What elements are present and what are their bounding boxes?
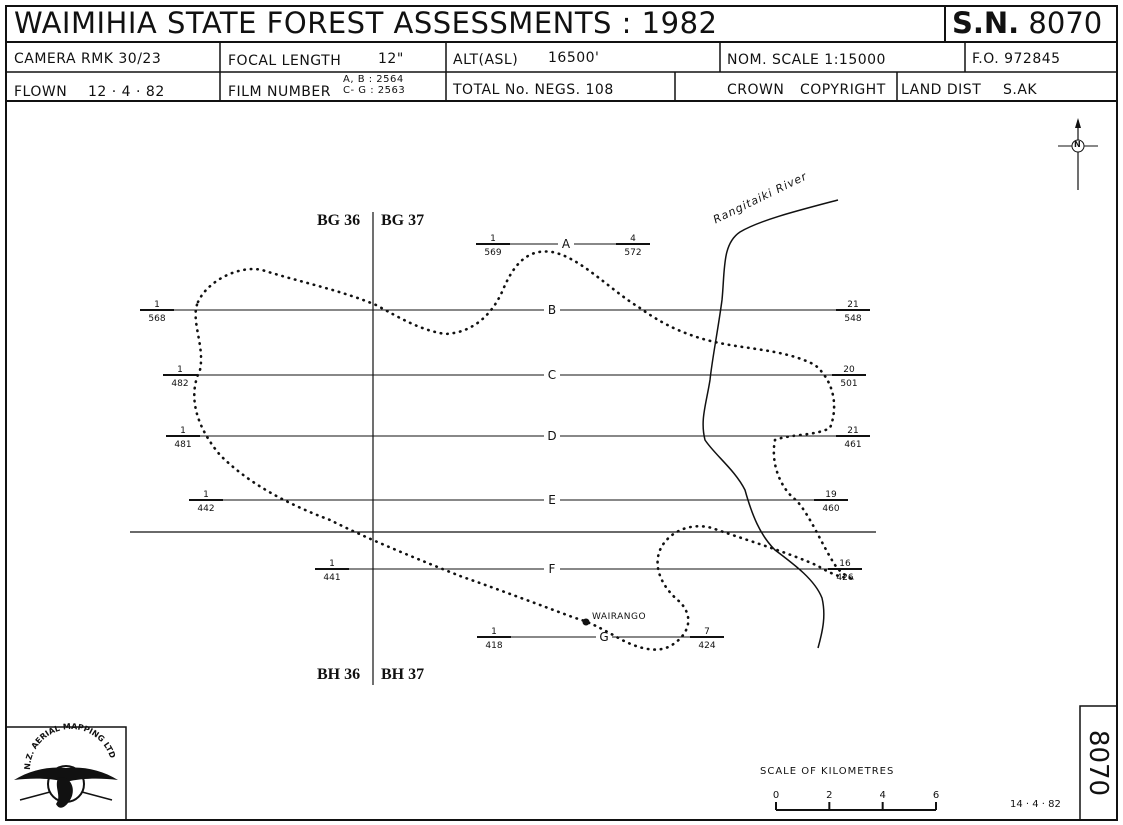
side-sheet-number: 8070 (1083, 729, 1113, 797)
land-district-label: LAND DIST (901, 82, 982, 98)
copyright-label: COPYRIGHT (800, 82, 886, 98)
strip-b-letter: B (548, 303, 556, 317)
focal-length-label: FOCAL LENGTH (228, 53, 342, 69)
strip-c-start-frame: 1 (177, 365, 183, 375)
strip-c-start-neg: 482 (171, 379, 188, 389)
strip-g-end-frame: 7 (704, 627, 710, 637)
sheet-label-top-right: BG 37 (381, 212, 425, 229)
rangitaiki-river (702, 199, 839, 649)
north-arrow-circle (1071, 139, 1085, 153)
scale-tick-label-4: 4 (879, 790, 885, 801)
place-label-wairango: WAIRANGO (592, 612, 647, 622)
crown-label: CROWN (727, 82, 785, 98)
north-arrow-head (1075, 118, 1081, 128)
strip-e-start-frame: 1 (203, 490, 209, 500)
strip-f-letter: F (549, 562, 556, 576)
sheet-label-bottom-left: BH 36 (317, 666, 361, 683)
camera-field: CAMERA RMK 30/23 (14, 51, 162, 67)
strip-f-start-frame: 1 (329, 559, 335, 569)
strip-b-end-frame: 21 (847, 300, 858, 310)
strip-d-end-neg: 461 (844, 440, 861, 450)
flown-label: FLOWN (14, 84, 68, 100)
sheet-label-top-left: BG 36 (317, 212, 361, 229)
strip-a-end-frame: 4 (630, 234, 636, 244)
scale-tick-label-0: 0 (773, 790, 779, 801)
scale-tick-label-2: 2 (826, 790, 832, 801)
strip-f-end-frame: 16 (839, 559, 851, 569)
strip-g-letter: G (599, 630, 608, 644)
flown-date: 12 · 4 · 82 (88, 84, 165, 100)
scale-title: SCALE OF KILOMETRES (760, 766, 895, 777)
strip-a-end-neg: 572 (624, 248, 641, 258)
altitude-label: ALT(ASL) (453, 52, 519, 68)
sheet-label-bottom-right: BH 37 (381, 666, 425, 683)
film-number-ab: A, B : 2564 (343, 74, 404, 85)
film-number-label: FILM NUMBER (228, 84, 331, 100)
fo-number: F.O. 972845 (972, 51, 1061, 67)
nominal-scale: NOM. SCALE 1:15000 (727, 52, 886, 68)
strip-b-start-frame: 1 (154, 300, 160, 310)
strip-c-end-neg: 501 (840, 379, 857, 389)
strip-b-start-neg: 568 (148, 314, 165, 324)
land-district-value: S.AK (1003, 82, 1038, 98)
print-date: 14 · 4 · 82 (1010, 799, 1061, 810)
strip-g-start-frame: 1 (491, 627, 497, 637)
sn-label: S.N. (952, 6, 1020, 40)
strip-e-start-neg: 442 (197, 504, 214, 514)
strip-a-letter: A (562, 237, 571, 251)
sn-number: 8070 (1028, 6, 1103, 40)
strip-f-start-neg: 441 (323, 573, 340, 583)
diagram-title: WAIMIHIA STATE FOREST ASSESSMENTS : 1982 (14, 6, 718, 40)
total-negatives: TOTAL No. NEGS. 108 (453, 82, 614, 98)
forest-boundary (193, 250, 855, 651)
strip-d-end-frame: 21 (847, 426, 858, 436)
strip-d-letter: D (547, 429, 556, 443)
strip-d-start-frame: 1 (180, 426, 186, 436)
strip-a-start-neg: 569 (484, 248, 501, 258)
strip-c-letter: C (548, 368, 556, 382)
strip-a-start-frame: 1 (490, 234, 496, 244)
strip-e-end-frame: 19 (825, 490, 837, 500)
logo-wing-lines (19, 791, 113, 801)
logo-wings (14, 767, 118, 782)
strip-g-start-neg: 418 (485, 641, 502, 651)
strip-b-end-neg: 548 (844, 314, 861, 324)
strip-c-end-frame: 20 (843, 365, 855, 375)
wairango-dot (582, 618, 590, 626)
focal-length-value: 12" (378, 51, 404, 67)
film-number-cg: C- G : 2563 (343, 85, 406, 96)
strip-d-start-neg: 481 (174, 440, 191, 450)
north-label: N (1074, 140, 1081, 149)
logo-nz-map (56, 777, 73, 808)
sheet-number: S.N. 8070 (952, 6, 1102, 40)
strip-e-letter: E (548, 493, 556, 507)
altitude-value: 16500' (548, 50, 600, 66)
strip-f-end-neg: 426 (836, 573, 853, 583)
strip-g-end-neg: 424 (698, 641, 715, 651)
scale-tick-label-6: 6 (933, 790, 939, 801)
strip-e-end-neg: 460 (822, 504, 839, 514)
